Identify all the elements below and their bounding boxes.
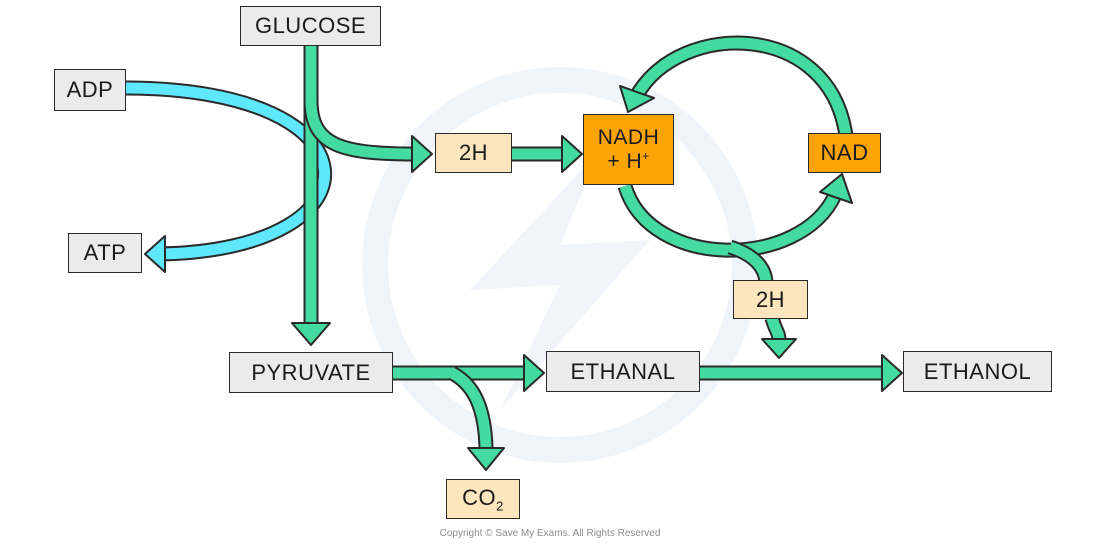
hydrogen-label-top: 2H: [458, 140, 489, 165]
nadh-plus-h-line: + H+: [607, 148, 650, 173]
co2-subscript: 2: [496, 498, 504, 514]
carbon-dioxide-label: CO2: [462, 485, 504, 513]
nadh-to-nad-cycle-arrow: [617, 173, 853, 258]
nad-label: NAD: [820, 140, 869, 165]
h-plus-superscript: +: [642, 148, 650, 163]
ethanal-box: ETHANAL: [546, 351, 700, 392]
glucose-to-pyruvate-arrow: [291, 44, 331, 346]
glucose-label: GLUCOSE: [254, 13, 367, 38]
hydrogen-label-bottom: 2H: [755, 286, 786, 312]
glucose-box: GLUCOSE: [240, 6, 381, 46]
ethanol-label: ETHANOL: [923, 358, 1032, 384]
ethanal-to-ethanol-arrow: [700, 354, 903, 392]
pyruvate-box: PYRUVATE: [229, 352, 393, 393]
2h-to-nadh-arrow: [512, 135, 583, 173]
watermark-logo: [362, 67, 758, 463]
ethanol-box: ETHANOL: [903, 351, 1052, 392]
cycle-to-2h-branch: [727, 239, 774, 284]
atp-box: ATP: [68, 233, 142, 273]
nadh-label: NADH: [597, 126, 660, 150]
nadh-box: NADH + H+: [583, 114, 674, 185]
nad-to-nadh-cycle-arrow: [619, 35, 854, 138]
copyright-notice: Copyright © Save My Exams. All Rights Re…: [439, 528, 661, 539]
adp-label: ADP: [66, 77, 114, 102]
carbon-dioxide-box: CO2: [446, 479, 520, 519]
adp-box: ADP: [54, 69, 126, 111]
co-text: CO: [462, 484, 497, 510]
hydrogen-box-bottom: 2H: [733, 280, 808, 319]
2h-to-ethanol-arrow: [761, 315, 797, 359]
hydrogen-box-top: 2H: [435, 133, 512, 173]
nad-box: NAD: [808, 133, 881, 173]
atp-label: ATP: [83, 240, 127, 265]
ethanal-label: ETHANAL: [570, 358, 676, 384]
pyruvate-label: PYRUVATE: [251, 359, 371, 385]
glucose-to-2h-arrow: [303, 99, 433, 173]
pyruvate-to-co2-arrow: [448, 366, 505, 471]
adp-to-atp-arrow: [124, 80, 332, 273]
plus-h-label: + H: [607, 149, 643, 173]
